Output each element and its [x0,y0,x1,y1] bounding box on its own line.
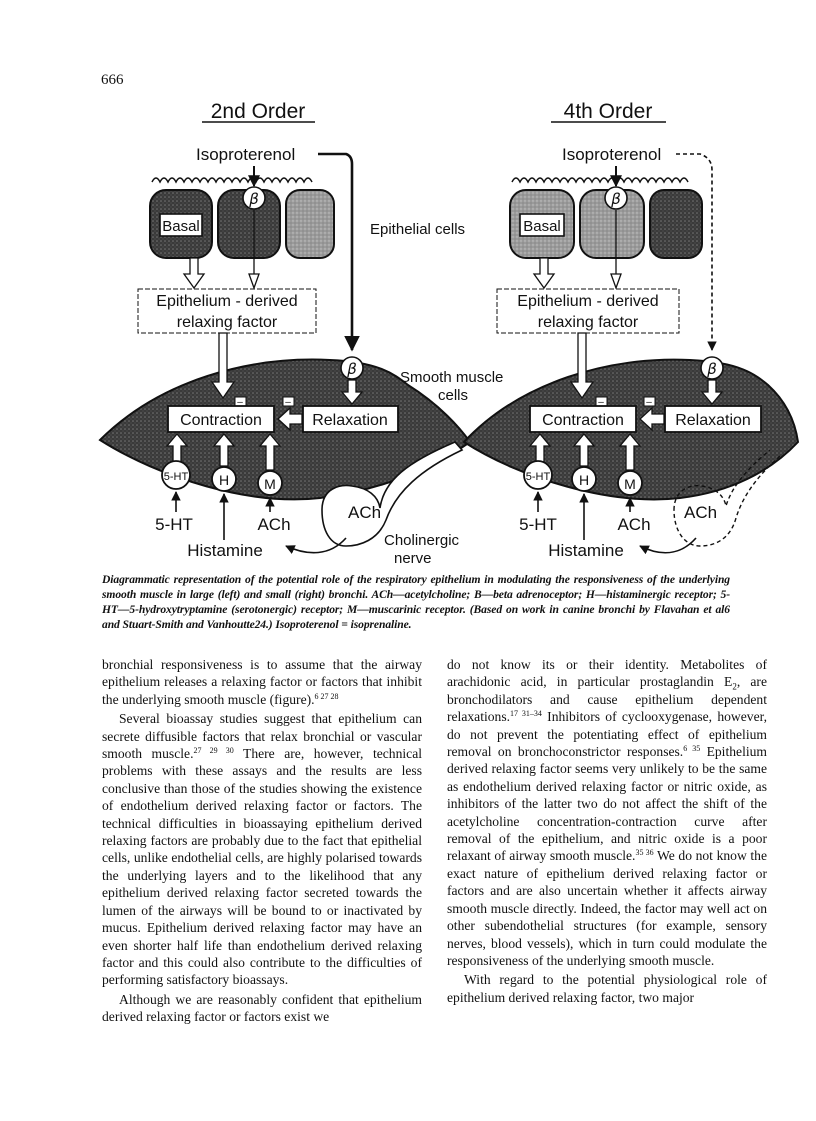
right-nerve-ach-label: ACh [684,503,717,522]
svg-text:–: – [598,397,604,408]
right-cholinergic-nerve [673,449,781,547]
right-panel-title: 4th Order [564,100,653,123]
left-histamine-agonist: Histamine [187,541,263,560]
paragraph: With regard to the potential physiologic… [447,972,767,1005]
right-muscarinic-receptor: M [624,476,636,492]
left-cholinergic-nerve [321,441,464,547]
left-isoproterenol-label: Isoproterenol [196,145,295,164]
left-contraction-label: Contraction [180,412,262,429]
smooth-muscle-label-2: cells [438,387,468,404]
right-5ht-receptor: 5-HT [526,471,551,483]
right-histamine-receptor: H [579,472,589,488]
left-ach-agonist: ACh [257,515,290,534]
right-basal-label: Basal [523,218,561,235]
left-5ht-receptor: 5-HT [164,471,189,483]
figure-caption: Diagrammatic representation of the poten… [102,573,730,631]
right-epithelial-cells: Basal β [509,177,703,259]
right-histamine-agonist: Histamine [548,541,624,560]
cholinergic-label-1: Cholinergic [384,532,460,549]
left-basal-label: Basal [162,218,200,235]
right-edrf-line2: relaxing factor [538,314,639,331]
left-panel-title: 2nd Order [211,100,306,123]
paragraph: bronchial responsiveness is to assume th… [102,657,422,707]
left-muscarinic-receptor: M [264,476,276,492]
left-nerve-ach-label: ACh [348,503,381,522]
body-column-left: bronchial responsiveness is to assume th… [102,656,422,1026]
left-5ht-agonist: 5-HT [155,515,193,534]
left-smooth-muscle-cell [98,358,472,501]
left-edrf-line1: Epithelium - derived [156,293,297,310]
right-isoproterenol-label: Isoproterenol [562,145,661,164]
smooth-muscle-label-1: Smooth muscle [400,369,503,386]
page-number: 666 [101,72,124,88]
body-column-right: do not know its or their identity. Metab… [447,656,767,1006]
paragraph: do not know its or their identity. Metab… [447,657,767,968]
cholinergic-label-2: nerve [394,550,432,567]
paragraph: Although we are reasonably confident tha… [102,991,422,1025]
epithelium-diagram: 2nd Order Isoproterenol Basal β Epitheli… [98,100,800,567]
epithelial-cells-label: Epithelial cells [370,221,465,238]
right-relaxation-label: Relaxation [675,412,751,429]
left-relaxation-label: Relaxation [312,412,388,429]
left-histamine-receptor: H [219,472,229,488]
right-contraction-label: Contraction [542,412,624,429]
right-muscle-beta-receptor: β [706,360,717,378]
svg-text:–: – [237,397,243,408]
left-edrf-line2: relaxing factor [177,314,278,331]
svg-text:–: – [285,397,291,408]
left-epithelial-cells: Basal β [149,177,335,259]
paragraph: Several bioassay studies suggest that ep… [102,711,423,988]
right-ach-agonist: ACh [617,515,650,534]
right-panel: 4th Order Isoproterenol Basal β Epitheli… [462,100,800,560]
left-epithelial-beta-receptor: β [248,190,259,208]
svg-text:–: – [646,397,652,408]
right-edrf-line1: Epithelium - derived [517,293,658,310]
left-muscle-beta-receptor: β [346,360,357,378]
left-panel: 2nd Order Isoproterenol Basal β Epitheli… [98,100,472,560]
right-epithelial-beta-receptor: β [610,190,621,208]
right-5ht-agonist: 5-HT [519,515,557,534]
